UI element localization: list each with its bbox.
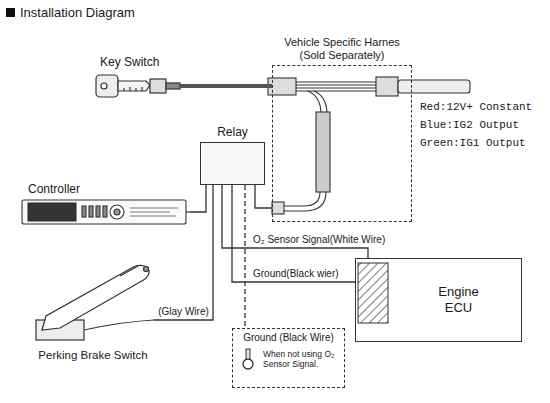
wire — [255, 185, 272, 208]
harness-illustration-part — [398, 80, 470, 93]
key-illustration-part — [166, 83, 180, 89]
brake-lever-illustration-part — [144, 267, 149, 272]
key-illustration-part — [118, 81, 150, 91]
relay-frame — [200, 142, 265, 185]
harness-illustration-part — [296, 81, 376, 82]
brake-lever-illustration-part — [120, 266, 138, 276]
harness-illustration-part — [296, 84, 376, 85]
dashed-frame — [272, 65, 412, 222]
harness-box: Vehicle Specific Harnes (Sold Separately… — [272, 36, 412, 222]
controller: Controller — [18, 182, 190, 228]
wire-color-note: Green:IG1 Output — [420, 137, 526, 150]
controller-illustration-part — [186, 211, 190, 212]
controller-illustration-part — [28, 203, 76, 221]
part-label: Key Switch — [92, 55, 180, 69]
controller-illustration-part — [22, 200, 186, 224]
key-illustration-part — [96, 75, 118, 97]
key-switch: Key Switch — [92, 55, 180, 100]
controller-illustration-part — [114, 209, 120, 215]
harness-illustration-part — [314, 91, 327, 112]
ground-row: When not using O₂ Sensor Signal. — [237, 347, 340, 371]
part-label: Controller — [18, 182, 190, 196]
wire-label: O₂ Sensor Signal(White Wire) — [252, 234, 386, 246]
brake-lever-illustration — [36, 265, 154, 340]
harness-illustration-part — [284, 192, 326, 211]
harness-illustration-part — [376, 77, 398, 96]
ground-terminal-icon — [237, 347, 259, 371]
ecu-label: Engine ECU — [431, 284, 487, 316]
harness-illustration-part — [316, 112, 330, 192]
controller-illustration-part — [130, 208, 178, 216]
diagram-title: Installation Diagram — [20, 5, 135, 20]
wire — [154, 185, 213, 320]
controller-illustration-part — [82, 206, 86, 217]
ground-label: Ground (Black Wire) — [237, 332, 340, 344]
wire-color-note: Red:12V+ Constant — [420, 101, 532, 114]
hatched-connector — [356, 259, 392, 340]
brake-switch: Perking Brake Switch — [32, 258, 154, 362]
key-illustration-part — [101, 83, 107, 89]
harness-heading: Vehicle Specific Harnes (Sold Separately… — [272, 36, 412, 62]
wire — [244, 185, 245, 328]
title-bullet-part — [6, 8, 15, 17]
harness-illustration-part — [284, 192, 320, 206]
ecu-box: Engine ECU — [355, 258, 522, 342]
wire — [180, 84, 272, 88]
harness-illustration-part — [296, 87, 376, 88]
wire-color-note: Blue:IG2 Output — [420, 119, 519, 132]
part-label: Perking Brake Switch — [38, 348, 147, 362]
controller-illustration-part — [103, 206, 107, 217]
controller-illustration-part — [96, 206, 100, 217]
wire-label: Ground(Black wier) — [252, 268, 340, 280]
relay-box: Relay — [200, 125, 265, 185]
note-text: When not using O₂ Sensor Signal. — [263, 349, 340, 369]
title-bullet — [6, 8, 15, 17]
brake-lever-illustration-part — [84, 320, 154, 330]
controller-illustration — [22, 200, 190, 224]
controller-illustration-part — [110, 205, 124, 219]
key-illustration-part — [150, 79, 166, 93]
wire — [190, 185, 206, 212]
ground-terminal-icon — [243, 359, 253, 369]
brake-lever-illustration-part — [42, 265, 149, 330]
wire-label: (Glay Wire) — [157, 306, 210, 318]
key-illustration — [96, 75, 180, 97]
key-illustration-part — [124, 87, 142, 91]
ground-terminal-icon — [246, 349, 250, 359]
hatched-connector — [358, 263, 388, 323]
part-label: Relay — [200, 125, 265, 140]
harness-illustration-part — [272, 202, 284, 214]
ground-box: Ground (Black Wire) When not using O₂ Sen… — [232, 328, 345, 388]
controller-illustration-part — [89, 206, 93, 217]
